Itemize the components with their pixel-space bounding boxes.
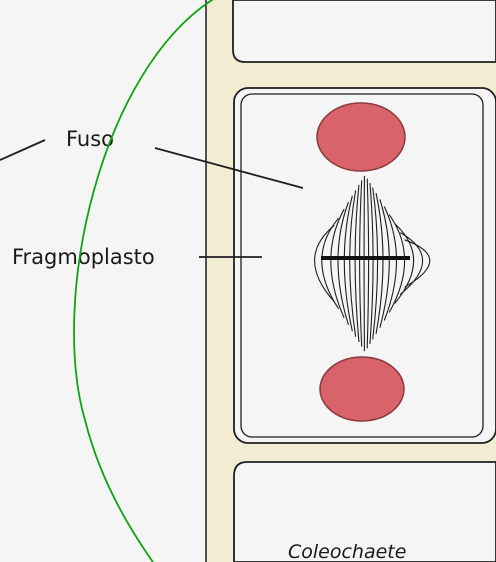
spindle-left-leader [0, 140, 45, 160]
upper-nucleus [317, 103, 405, 171]
overlay-arc [74, 0, 215, 562]
lower-nucleus [320, 357, 404, 421]
upper-cell [233, 0, 496, 62]
organism-caption: Coleochaete [288, 541, 406, 562]
phragmoplast-label: Fragmoplasto [12, 245, 155, 269]
spindle-label: Fuso [66, 127, 114, 151]
